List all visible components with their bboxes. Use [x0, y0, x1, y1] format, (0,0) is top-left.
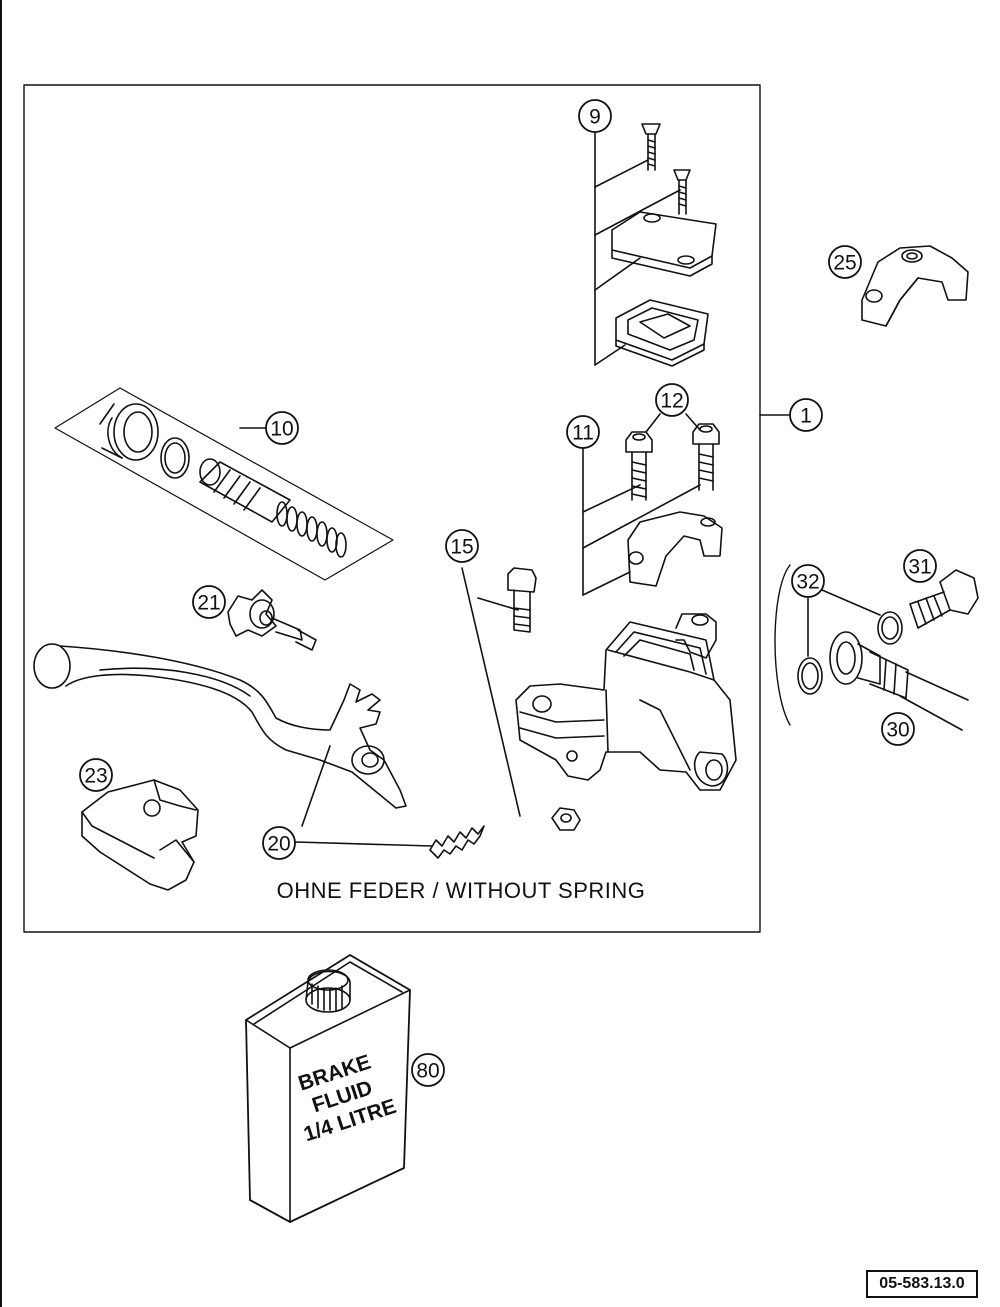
callout-circle-12: [655, 383, 689, 417]
diagram-reference-code: 05-583.13.0: [866, 1270, 978, 1298]
part-80-brake-fluid-bottle: [245, 954, 411, 1223]
callout-circle-11: [566, 415, 600, 449]
callout-circle-23: [79, 758, 113, 792]
part-23-lever-guard: [81, 779, 199, 891]
callout-circle-10: [265, 411, 299, 445]
callout-9: 9: [589, 106, 601, 129]
callout-21: 21: [197, 592, 220, 615]
callout-circle-30: [881, 712, 915, 746]
callout-circle-20: [262, 826, 296, 860]
callout-12: 12: [660, 390, 683, 413]
master-cylinder-body: [515, 613, 737, 791]
callout-circle-31: [903, 549, 937, 583]
part-15-pivot-bolt: [461, 567, 581, 831]
page-left-edge: [0, 0, 2, 1307]
part-11-12-clamp-bolts: [582, 413, 723, 596]
callout-circle-9: [578, 99, 612, 133]
callout-1: 1: [800, 405, 812, 428]
part-30-31-32-hose-fittings: [774, 564, 979, 731]
callout-circle-15: [445, 529, 479, 563]
callout-circle-32: [791, 564, 825, 598]
callout-10: 10: [270, 418, 293, 441]
callout-circle-80: [411, 1053, 445, 1087]
part-21-adjuster-knob: [227, 589, 317, 651]
part-25-handlebar-clamp: [861, 245, 969, 327]
assembly-frame: [23, 84, 761, 933]
callout-30: 30: [886, 719, 909, 742]
brake-lever: [33, 643, 407, 809]
callout-80: 80: [416, 1060, 439, 1083]
part-10-piston-kit: [54, 387, 394, 581]
callout-circle-21: [192, 585, 226, 619]
part-9-reservoir-cover-kit: [594, 123, 717, 367]
callout-23: 23: [84, 765, 107, 788]
callout-25: 25: [833, 252, 856, 275]
callout-31: 31: [908, 556, 931, 579]
callout-11: 11: [572, 422, 594, 445]
callout-circle-25: [828, 245, 862, 279]
callout-32: 32: [796, 571, 819, 594]
callout-20: 20: [267, 833, 290, 856]
callout-15: 15: [450, 536, 473, 559]
part-20-lever-spring: [295, 745, 485, 859]
assembly-caption: OHNE FEDER / WITHOUT SPRING: [277, 878, 646, 903]
callout-circle-1: [789, 398, 823, 432]
